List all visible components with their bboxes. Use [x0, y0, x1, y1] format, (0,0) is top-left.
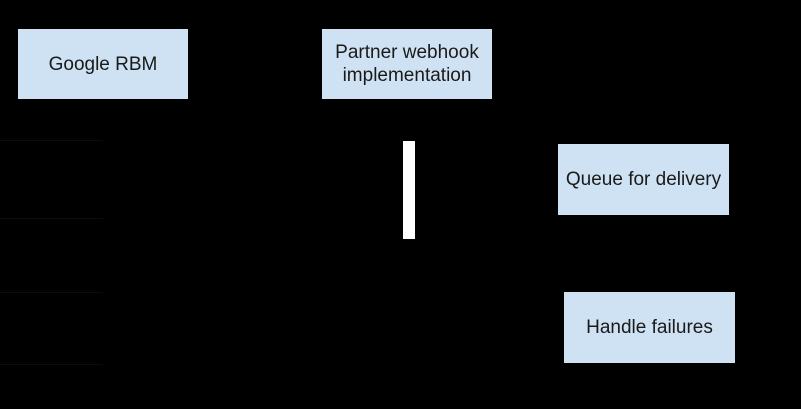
- faint-connector-line: [0, 218, 103, 219]
- node-handle-failures-label: Handle failures: [586, 317, 713, 338]
- node-google-rbm: Google RBM: [18, 29, 188, 99]
- node-queue-for-delivery: Queue for delivery: [558, 144, 729, 215]
- activation-bar: [403, 141, 415, 239]
- node-partner-webhook: Partner webhook implementation: [322, 29, 492, 99]
- faint-connector-line: [0, 292, 103, 293]
- node-partner-webhook-label: Partner webhook implementation: [335, 42, 479, 86]
- node-google-rbm-label: Google RBM: [48, 53, 158, 75]
- node-handle-failures: Handle failures: [564, 292, 735, 363]
- faint-connector-line: [0, 140, 103, 141]
- node-queue-for-delivery-label: Queue for delivery: [565, 169, 722, 190]
- faint-connector-line: [0, 364, 103, 365]
